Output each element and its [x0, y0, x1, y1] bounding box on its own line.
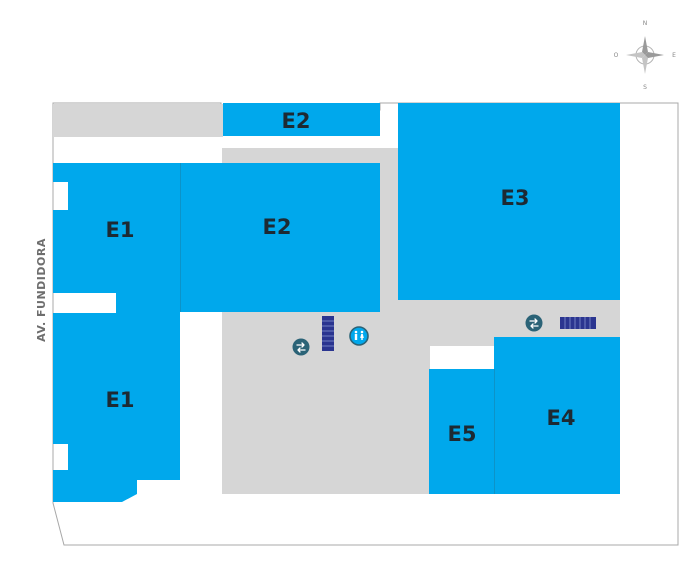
stairs-icon [560, 317, 596, 329]
hall-e2-top-area[interactable] [223, 103, 380, 136]
compass-east: E [672, 52, 676, 59]
hall-e2-main-label: E2 [263, 215, 292, 239]
hall-e2-main-area[interactable] [180, 163, 380, 312]
hall-e4[interactable]: E4 [494, 337, 620, 494]
stairs-icon [322, 316, 334, 351]
compass-south: S [643, 84, 647, 91]
hall-e4-label: E4 [547, 406, 576, 430]
hall-e4-area[interactable] [494, 337, 620, 494]
elevator-icon[interactable] [292, 338, 310, 356]
elevator-icon[interactable] [525, 314, 543, 332]
floor-area-center-2 [398, 296, 430, 494]
compass-icon: N S O E [614, 20, 676, 91]
hall-e2-top[interactable]: E2 [223, 103, 380, 136]
hall-e5[interactable]: E5 [429, 369, 494, 494]
hall-e3[interactable]: E3 [398, 103, 620, 300]
hall-e3-label: E3 [501, 186, 530, 210]
hall-e5-area[interactable] [429, 369, 494, 494]
street-label: AV. FUNDIDORA [35, 238, 48, 342]
hall-e1-lower[interactable]: E1 [53, 313, 180, 502]
hall-e2-top-label: E2 [282, 109, 311, 133]
compass-north: N [643, 20, 648, 27]
hall-e1-upper[interactable]: E1 [53, 163, 180, 313]
compass-west: O [614, 52, 619, 59]
hall-e5-label: E5 [448, 422, 477, 446]
hall-e1-upper-label: E1 [106, 218, 135, 242]
restroom-icon[interactable] [349, 326, 369, 346]
hall-e1-lower-area[interactable] [53, 313, 180, 502]
hall-e1-upper-area[interactable] [53, 163, 180, 313]
hall-e2-main[interactable]: E2 [180, 163, 380, 312]
hall-e1-lower-label: E1 [106, 388, 135, 412]
corridor-top [53, 104, 223, 137]
hall-e3-area[interactable] [398, 103, 620, 300]
